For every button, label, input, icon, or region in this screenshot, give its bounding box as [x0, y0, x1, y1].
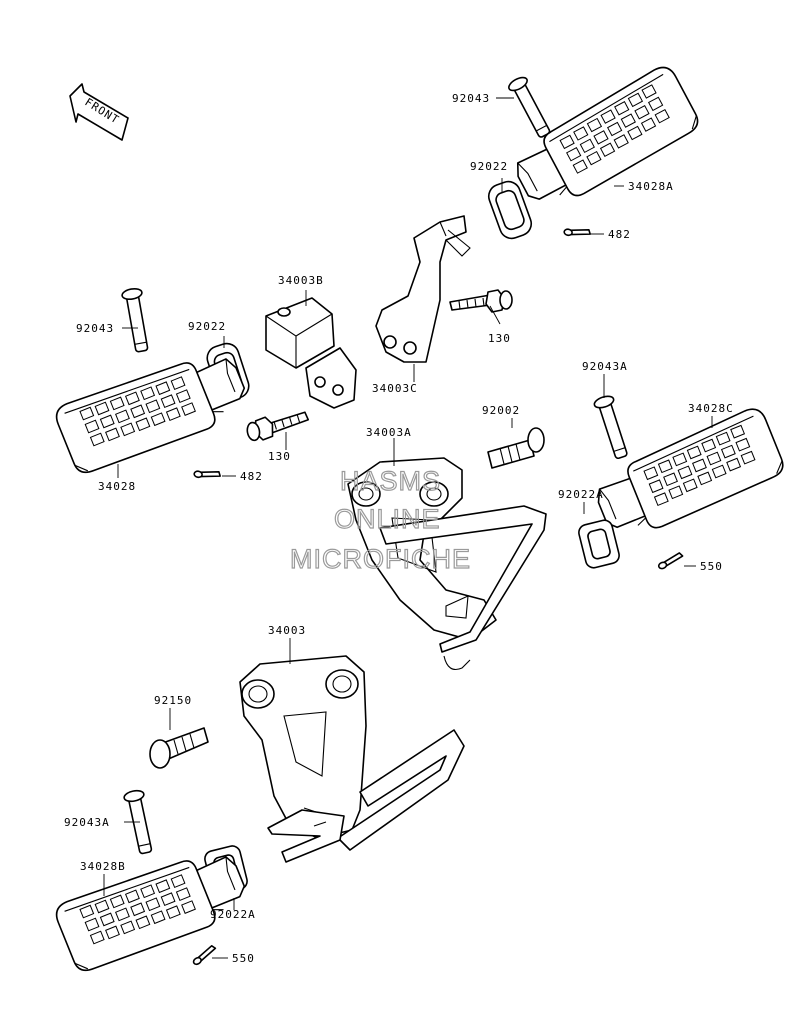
- watermark-line-1: HASMS: [340, 466, 441, 496]
- label-130-left: 130: [268, 450, 291, 463]
- leader-lines: [103, 97, 713, 959]
- label-130-top: 130: [488, 332, 511, 345]
- label-92043A-right: 92043A: [582, 360, 628, 373]
- label-34028: 34028: [98, 480, 136, 493]
- label-34028A: 34028A: [628, 180, 674, 193]
- watermark: HASMS ONLINE MICROFICHE: [289, 465, 471, 574]
- label-482-top: 482: [608, 228, 631, 241]
- front-arrow-icon: FRONT: [69, 83, 129, 141]
- label-92043-top: 92043: [452, 92, 490, 105]
- part-34003-bracket: [239, 655, 465, 863]
- part-92022A-right-washer: [578, 519, 620, 569]
- label-34028B: 34028B: [80, 860, 126, 873]
- part-130-top-bolt: [449, 289, 513, 313]
- part-130-left-bolt: [244, 409, 312, 444]
- part-34003A-bracket: [347, 457, 547, 671]
- part-92150-bolt: [149, 727, 209, 769]
- part-34028-footpeg: [51, 339, 255, 481]
- part-34028A-footpeg: [503, 61, 705, 218]
- part-92043-left: [120, 286, 153, 354]
- label-34003A: 34003A: [366, 426, 412, 439]
- watermark-line-3: MICROFICHE: [290, 544, 471, 574]
- part-92043-top: [506, 74, 555, 141]
- label-34003C: 34003C: [372, 382, 418, 395]
- label-92043A-left: 92043A: [64, 816, 110, 829]
- part-92002-bolt: [487, 427, 545, 469]
- part-34003C-bracket: [375, 215, 471, 363]
- label-92043-left: 92043: [76, 322, 114, 335]
- label-550-right: 550: [700, 560, 723, 573]
- part-92043A-right: [592, 393, 633, 462]
- label-92022-top: 92022: [470, 160, 508, 173]
- part-550-bottom-cotter: [190, 944, 219, 967]
- label-550-bottom: 550: [232, 952, 255, 965]
- label-92150: 92150: [154, 694, 192, 707]
- label-92022A-bottom: 92022A: [210, 908, 256, 921]
- label-92002: 92002: [482, 404, 520, 417]
- part-550-right-cotter: [655, 551, 686, 571]
- part-482-left-cotter: [192, 466, 222, 482]
- part-482-top-cotter: [562, 224, 592, 240]
- label-482-left: 482: [240, 470, 263, 483]
- watermark-line-2: ONLINE: [334, 504, 441, 534]
- label-34003: 34003: [268, 624, 306, 637]
- label-92022-left: 92022: [188, 320, 226, 333]
- part-34003B-bracket: [265, 297, 357, 409]
- label-92022A-right: 92022A: [558, 488, 604, 501]
- label-34028C: 34028C: [688, 402, 734, 415]
- label-34003B: 34003B: [278, 274, 324, 287]
